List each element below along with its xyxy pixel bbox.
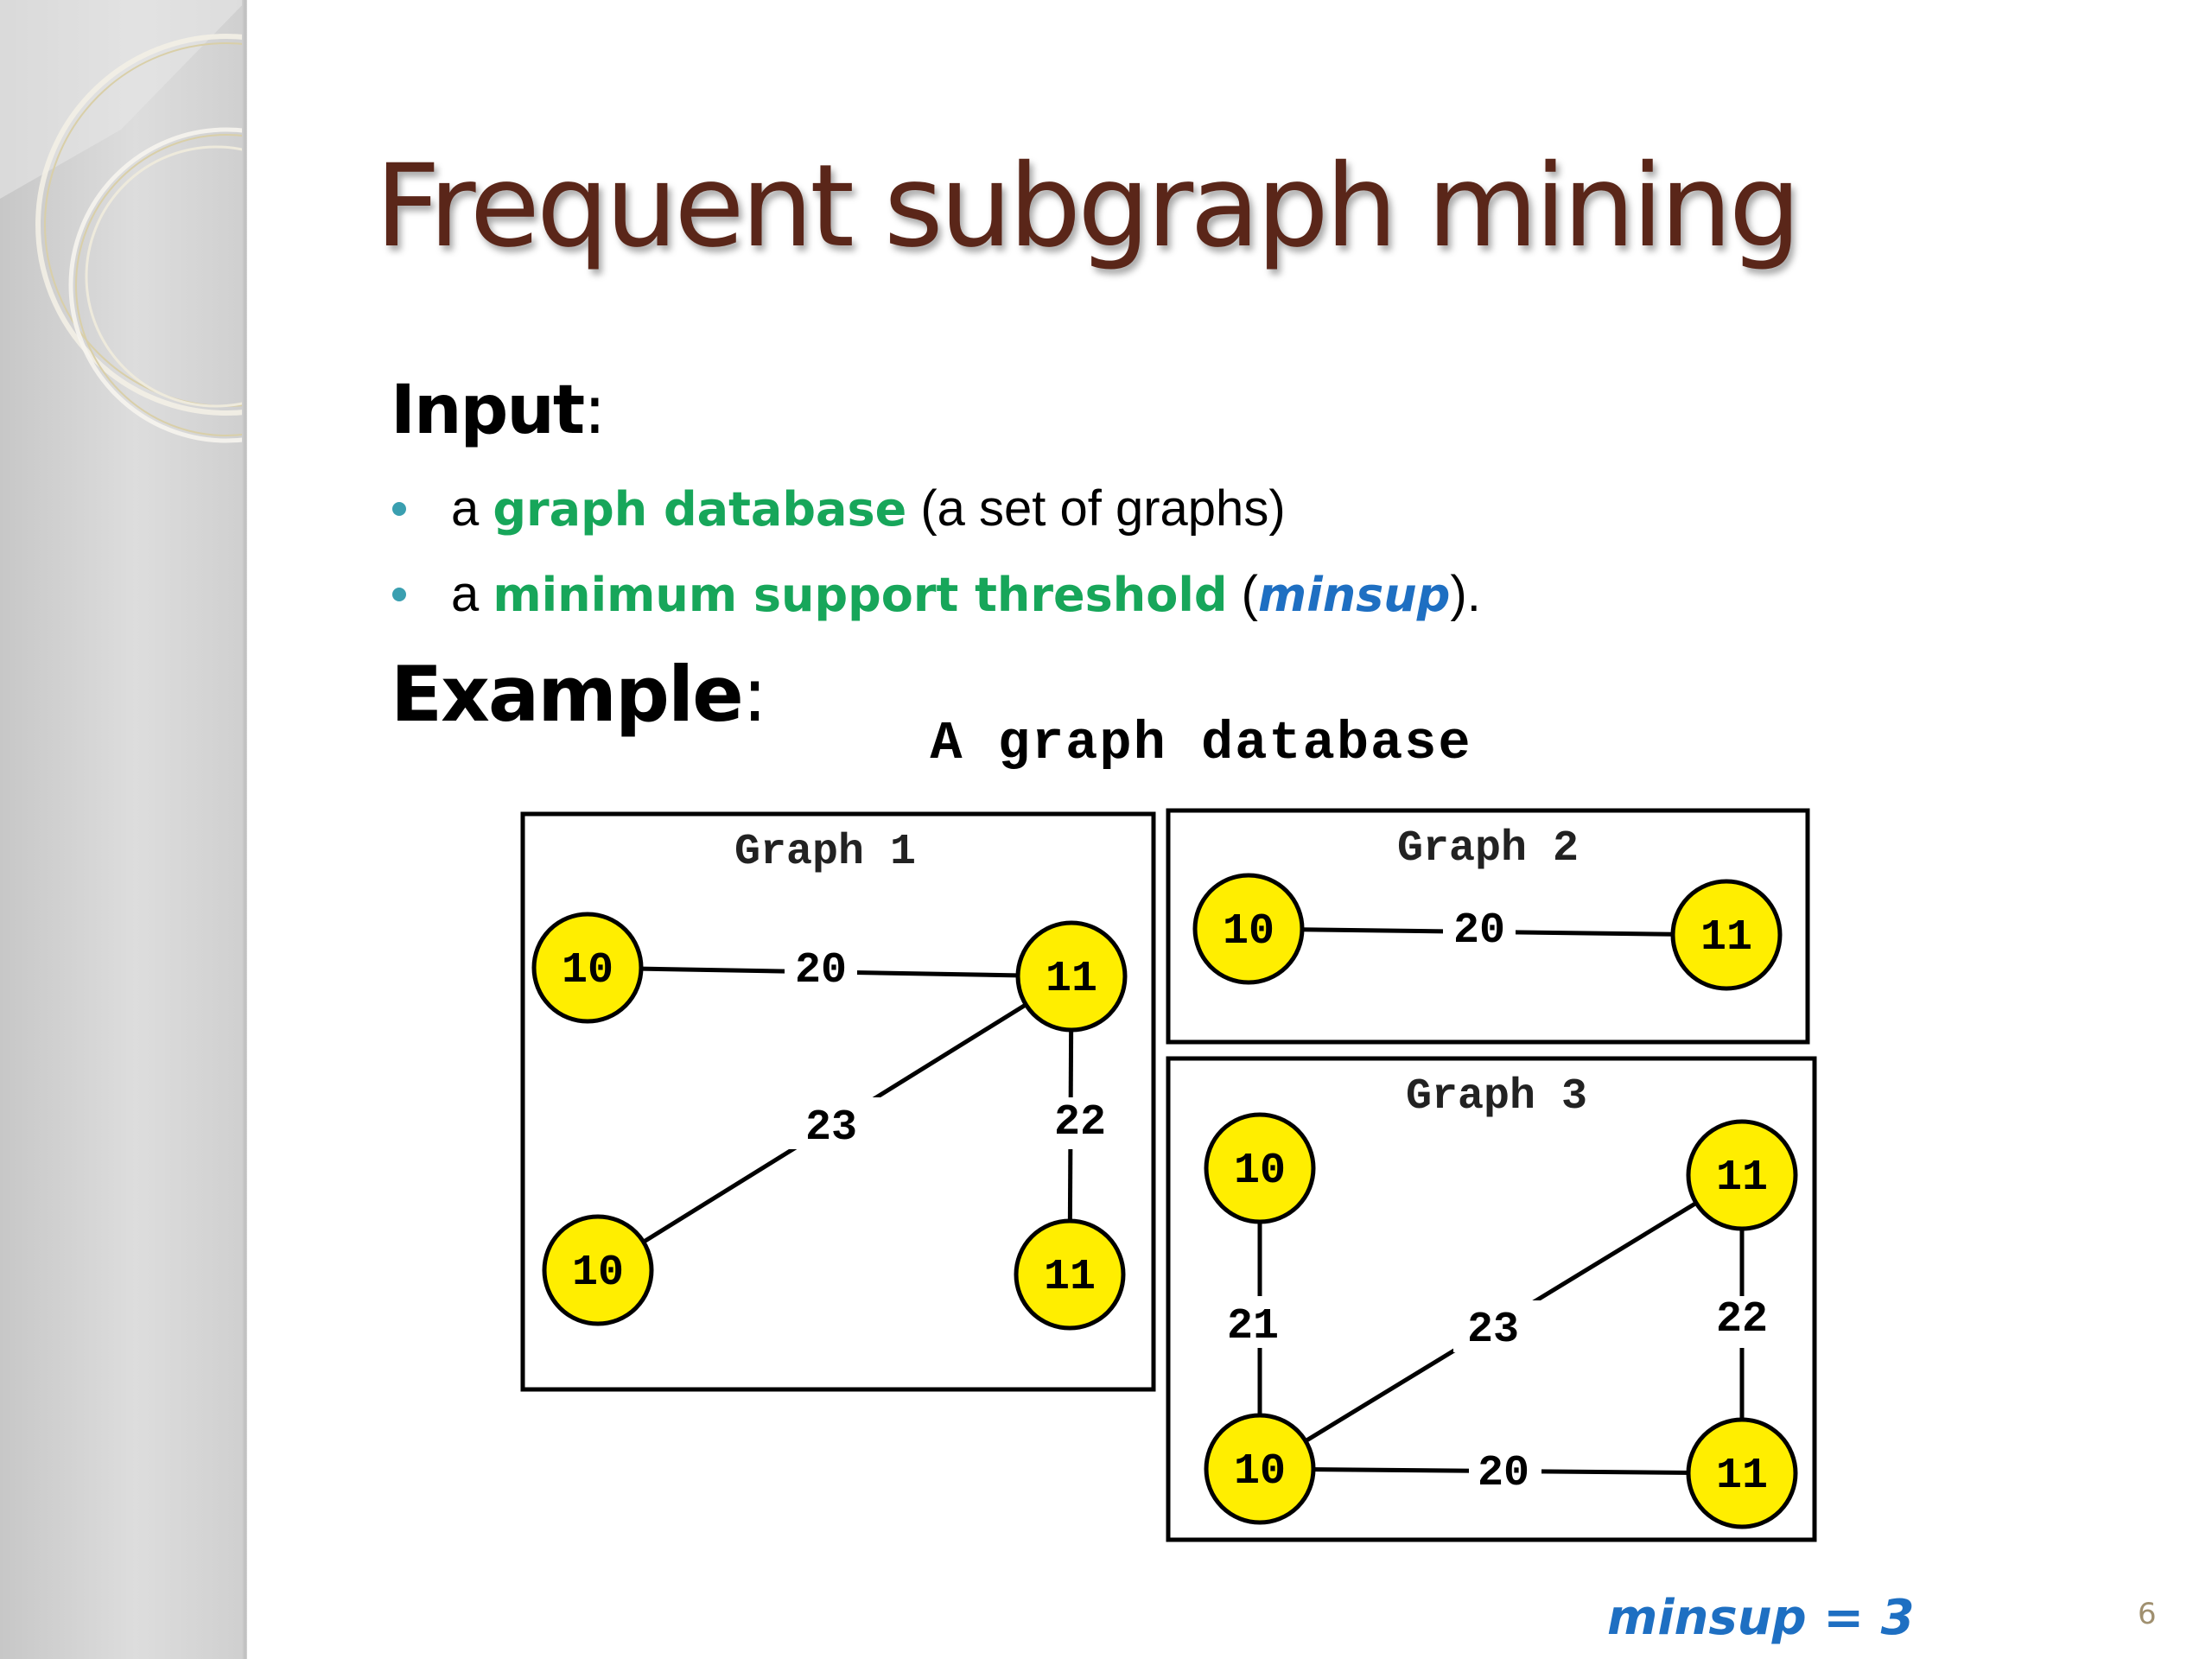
edge-label-bg (1443, 903, 1516, 955)
svg-text:10: 10 (562, 946, 613, 995)
graph-1: Graph 1 20 23 22 10 11 10 11 (520, 811, 1156, 1392)
edge-label: 23 (805, 1103, 857, 1153)
bullet-prefix: a (451, 480, 493, 537)
edge-label-bg (1220, 1296, 1298, 1348)
bullet-highlight: graph database (493, 482, 907, 537)
page-number: 6 (2138, 1597, 2157, 1631)
graph-3-frame (1166, 1056, 1817, 1542)
graph-2: Graph 2 20 10 11 (1166, 808, 1810, 1045)
graph-1-title: Graph 1 (734, 828, 916, 877)
minsup-label: minsup = 3 (1607, 1590, 1915, 1646)
svg-text:11: 11 (1716, 1452, 1768, 1501)
example-heading-colon: : (741, 650, 768, 739)
node: 10 (1192, 873, 1305, 985)
node: 10 (1204, 1413, 1316, 1525)
edge-label-bg (1469, 1445, 1541, 1497)
slide-title: Frequent subgraph mining (375, 140, 1802, 273)
edge-label-bg (1044, 1097, 1122, 1149)
edge-label-bg (785, 942, 857, 994)
bullet-italic-term: minsup (1257, 568, 1451, 622)
graph-3: Graph 3 21 23 22 20 10 11 10 11 (1166, 1056, 1817, 1542)
diagram-title: A graph database (930, 713, 1471, 774)
graph-1-frame (520, 811, 1156, 1392)
bullet-minimum-support: a minimum support threshold (minsup). (392, 565, 1481, 623)
svg-text:10: 10 (1223, 907, 1274, 957)
node: 11 (1686, 1119, 1798, 1231)
edge-label: 22 (1054, 1098, 1106, 1147)
bullet-dot (392, 587, 406, 601)
bullet-suffix: ). (1450, 566, 1481, 622)
example-heading-text: Example (391, 650, 744, 739)
bullet-mid: ( (1227, 566, 1258, 622)
input-heading: Input: (391, 372, 607, 449)
svg-text:10: 10 (572, 1249, 624, 1298)
edge-label: 20 (1478, 1449, 1529, 1498)
node: 11 (1670, 879, 1783, 991)
edge-label: 20 (1453, 906, 1505, 956)
decorative-sidebar (0, 0, 247, 1659)
input-heading-text: Input (391, 372, 585, 449)
graph-2-frame (1166, 808, 1810, 1045)
input-heading-colon: : (583, 372, 606, 449)
bullet-suffix: (a set of graphs) (906, 480, 1286, 537)
svg-text:11: 11 (1700, 913, 1752, 963)
node: 11 (1015, 920, 1128, 1033)
svg-text:10: 10 (1234, 1447, 1286, 1497)
svg-text:11: 11 (1044, 1253, 1096, 1302)
node: 10 (1204, 1112, 1316, 1224)
svg-text:10: 10 (1234, 1147, 1286, 1196)
edge-label: 22 (1716, 1295, 1768, 1344)
sidebar-edge (242, 0, 247, 1659)
svg-text:11: 11 (1716, 1154, 1768, 1203)
graph-3-title: Graph 3 (1406, 1072, 1587, 1122)
edge-label: 23 (1467, 1306, 1519, 1355)
svg-text:11: 11 (1046, 955, 1097, 1004)
edge-label-bg (1707, 1296, 1785, 1348)
edge-label-bg (1453, 1300, 1548, 1352)
edge-label: 20 (795, 946, 847, 995)
edge-label-bg (786, 1097, 881, 1149)
bullet-highlight: minimum support threshold (493, 568, 1228, 622)
bullet-dot (392, 501, 406, 516)
bullet-prefix: a (451, 566, 493, 622)
node: 10 (531, 912, 644, 1024)
decorative-rings-graphic (0, 0, 247, 443)
node: 11 (1686, 1417, 1798, 1529)
example-heading: Example: (391, 650, 768, 739)
graph-2-title: Graph 2 (1397, 824, 1579, 874)
node: 10 (542, 1214, 654, 1326)
bullet-graph-database: a graph database (a set of graphs) (392, 480, 1286, 537)
node: 11 (1014, 1218, 1126, 1331)
edge-label: 21 (1227, 1302, 1279, 1351)
